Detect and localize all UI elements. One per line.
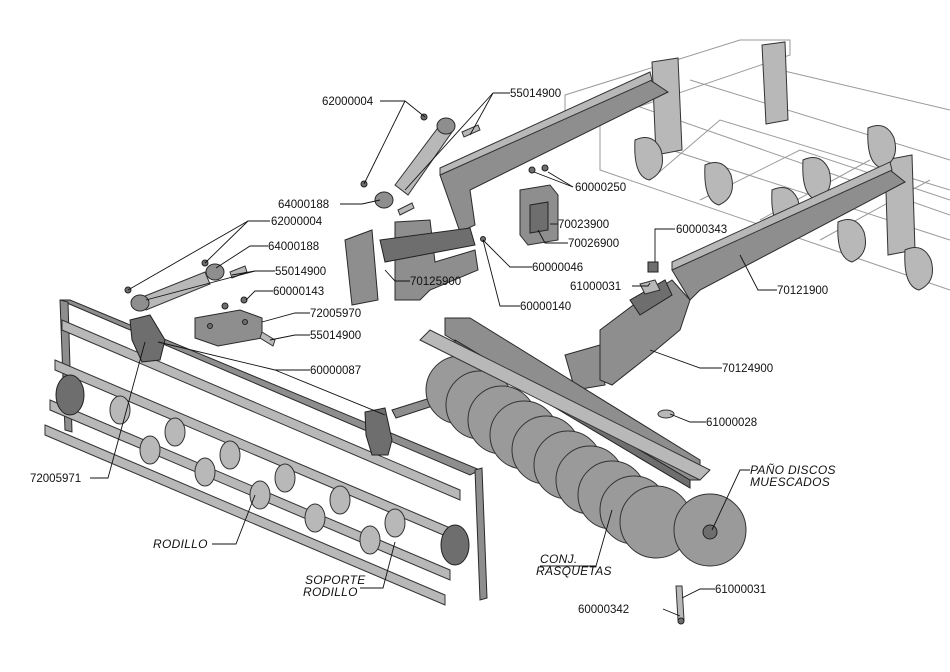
- label-64000188-mid: 64000188: [268, 241, 319, 253]
- label-60000143: 60000143: [273, 286, 324, 298]
- label-soporte-rodillo: RODILLO: [303, 585, 358, 599]
- label-70125900: 70125900: [410, 276, 461, 288]
- label-70023900: 70023900: [558, 219, 609, 231]
- roller-assembly: [45, 300, 487, 605]
- label-64000188-top: 64000188: [278, 199, 329, 211]
- label-61000028: 61000028: [706, 417, 757, 429]
- label-60000342: 60000342: [578, 604, 629, 616]
- label-60000343: 60000343: [676, 224, 727, 236]
- label-61000031-low: 61000031: [715, 584, 766, 596]
- label-70124900: 70124900: [722, 363, 773, 375]
- label-62000004-top: 62000004: [322, 96, 374, 108]
- label-70121900: 70121900: [777, 285, 828, 297]
- label-muescados: MUESCADOS: [750, 475, 830, 489]
- label-60000087: 60000087: [310, 365, 361, 377]
- label-70026900: 70026900: [568, 238, 619, 250]
- label-60000250: 60000250: [575, 182, 626, 194]
- label-55014900-mid: 55014900: [275, 266, 326, 278]
- bracket-70023900: [520, 165, 558, 245]
- label-72005971: 72005971: [30, 473, 81, 485]
- label-55014900-low: 55014900: [310, 330, 361, 342]
- label-rasquetas: RASQUETAS: [536, 564, 612, 578]
- label-60000046: 60000046: [532, 262, 583, 274]
- mid-turnbuckle: [125, 260, 247, 311]
- label-72005970: 72005970: [310, 308, 361, 320]
- label-rodillo: RODILLO: [153, 537, 208, 551]
- label-55014900-top: 55014900: [510, 88, 561, 100]
- label-60000140: 60000140: [520, 301, 571, 313]
- label-62000004-mid: 62000004: [271, 216, 323, 228]
- lower-arm-70121900: [565, 162, 905, 390]
- label-61000031-top: 61000031: [570, 281, 621, 293]
